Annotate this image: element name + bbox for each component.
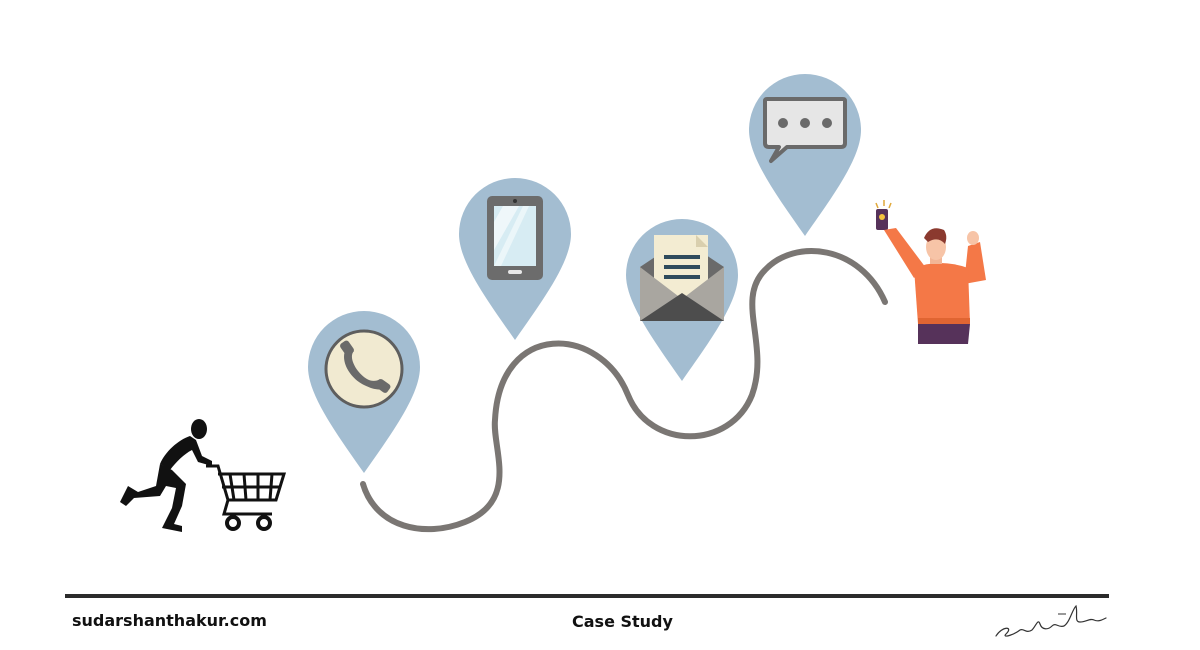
footer-divider <box>65 594 1109 598</box>
phone-call-icon <box>324 329 404 409</box>
chat-bubble-icon <box>763 97 847 163</box>
pin-tablet <box>459 178 571 340</box>
pin-email <box>626 219 738 381</box>
email-envelope-icon <box>640 235 724 321</box>
journey-path <box>360 248 888 533</box>
footer-site-url[interactable]: sudarshanthakur.com <box>72 611 267 630</box>
shopper-with-cart-icon <box>120 419 287 532</box>
pin-phone <box>308 311 420 473</box>
footer-page-label: Case Study <box>572 612 673 631</box>
pin-chat <box>749 74 861 236</box>
happy-customer-icon <box>875 200 986 344</box>
author-signature <box>995 604 1107 637</box>
tablet-icon <box>487 196 543 280</box>
